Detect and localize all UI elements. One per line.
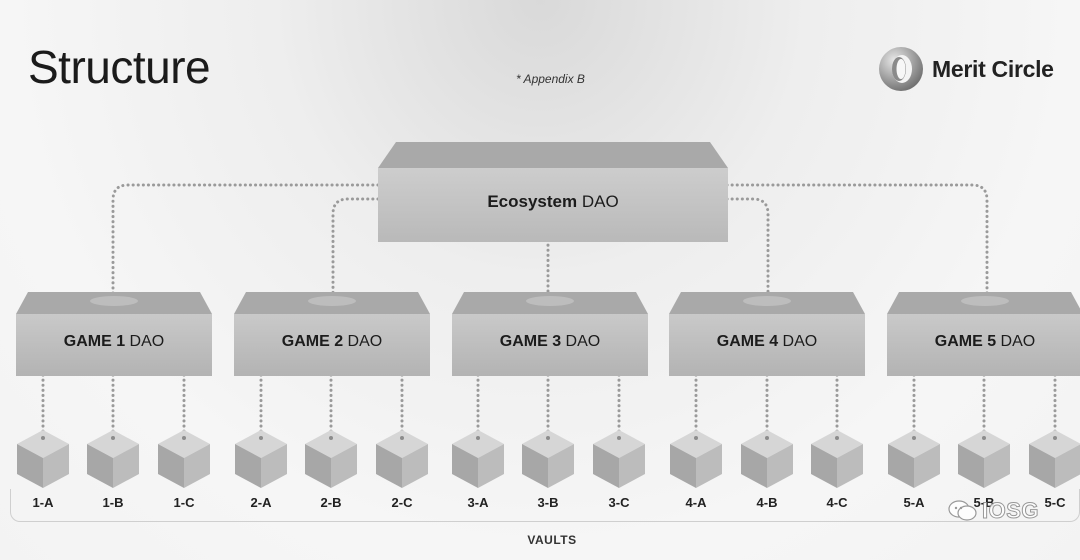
brand: Merit Circle bbox=[878, 46, 1054, 92]
vault-label: 4-C bbox=[826, 495, 848, 510]
game-4-dao-box: GAME 4 DAO bbox=[669, 292, 865, 376]
vault-cube bbox=[886, 428, 942, 490]
vault-label: 3-B bbox=[537, 495, 559, 510]
vault-label: 1-B bbox=[102, 495, 124, 510]
vault-label: 1-A bbox=[32, 495, 54, 510]
game-1-dao-label: GAME 1 DAO bbox=[63, 333, 165, 350]
connector-game1 bbox=[111, 183, 380, 302]
vault-label: 2-A bbox=[250, 495, 272, 510]
vault-cube bbox=[374, 428, 430, 490]
vaults-label: VAULTS bbox=[527, 533, 577, 547]
vault-label: 4-B bbox=[756, 495, 778, 510]
vault-cube bbox=[956, 428, 1012, 490]
game-5-dao-box: GAME 5 DAO bbox=[887, 292, 1080, 376]
page-title: Structure bbox=[28, 41, 211, 93]
connector-game5 bbox=[725, 183, 989, 302]
game-2-dao-label: GAME 2 DAO bbox=[281, 333, 383, 350]
vault-cube bbox=[668, 428, 724, 490]
vault-label: 5-B bbox=[973, 495, 995, 510]
watermark: IOSG bbox=[948, 498, 1039, 524]
vault-cube bbox=[1027, 428, 1080, 490]
vault-cube bbox=[85, 428, 141, 490]
game-4-dao-label: GAME 4 DAO bbox=[716, 333, 818, 350]
vault-label: 4-A bbox=[685, 495, 707, 510]
game-3-dao-box: GAME 3 DAO bbox=[452, 292, 648, 376]
game-1-dao-box: GAME 1 DAO bbox=[16, 292, 212, 376]
connector-game4 bbox=[725, 197, 770, 302]
ecosystem-dao-label: Ecosystem DAO bbox=[487, 192, 619, 211]
vault-label: 1-C bbox=[173, 495, 195, 510]
vault-cube bbox=[591, 428, 647, 490]
vault-cube bbox=[156, 428, 212, 490]
game-2-dao-box: GAME 2 DAO bbox=[234, 292, 430, 376]
vault-cube bbox=[303, 428, 359, 490]
vault-baseline bbox=[10, 489, 1080, 522]
game-5-dao-label: GAME 5 DAO bbox=[934, 333, 1036, 350]
wechat-icon bbox=[948, 500, 977, 521]
appendix-note: * Appendix B bbox=[516, 72, 585, 86]
ecosystem-dao-box: Ecosystem DAO bbox=[378, 142, 728, 242]
vault-label: 5-A bbox=[903, 495, 925, 510]
vault-cube bbox=[450, 428, 506, 490]
vault-cube bbox=[739, 428, 795, 490]
vault-cube bbox=[233, 428, 289, 490]
vault-label: 5-C bbox=[1044, 495, 1066, 510]
game-3-dao-label: GAME 3 DAO bbox=[499, 333, 601, 350]
vault-cube bbox=[15, 428, 71, 490]
vault-label: 3-C bbox=[608, 495, 630, 510]
merit-circle-logo-icon bbox=[879, 47, 923, 91]
vault-cube bbox=[809, 428, 865, 490]
connector-game2 bbox=[331, 197, 380, 302]
vault-label: 2-C bbox=[391, 495, 413, 510]
brand-name: Merit Circle bbox=[932, 55, 1054, 82]
vault-label: 2-B bbox=[320, 495, 342, 510]
vault-cube bbox=[520, 428, 576, 490]
vault-label: 3-A bbox=[467, 495, 489, 510]
watermark-text: IOSG bbox=[981, 498, 1040, 524]
